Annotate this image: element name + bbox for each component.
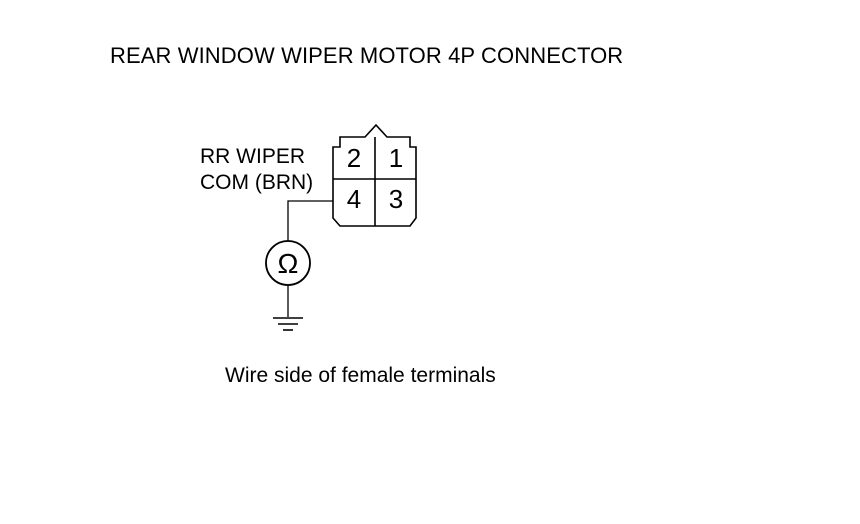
ohmmeter-symbol: Ω (278, 248, 299, 279)
diagram-title: REAR WINDOW WIPER MOTOR 4P CONNECTOR (110, 43, 624, 68)
wire-label-color: COM (BRN) (200, 171, 314, 194)
ohmmeter-icon: Ω (265, 240, 311, 286)
pin-1-label: 1 (389, 143, 403, 173)
wire-label-name: RR WIPER (200, 145, 305, 168)
wire-label: RR WIPER COM (BRN) (200, 144, 313, 196)
pin-2-label: 2 (347, 143, 361, 173)
diagram-caption: Wire side of female terminals (225, 364, 496, 387)
connector-housing (332, 123, 417, 227)
ground-icon (273, 317, 303, 331)
test-lead-wire (287, 200, 333, 241)
pin-3-label: 3 (389, 184, 403, 214)
pin-4-label: 4 (347, 184, 361, 214)
